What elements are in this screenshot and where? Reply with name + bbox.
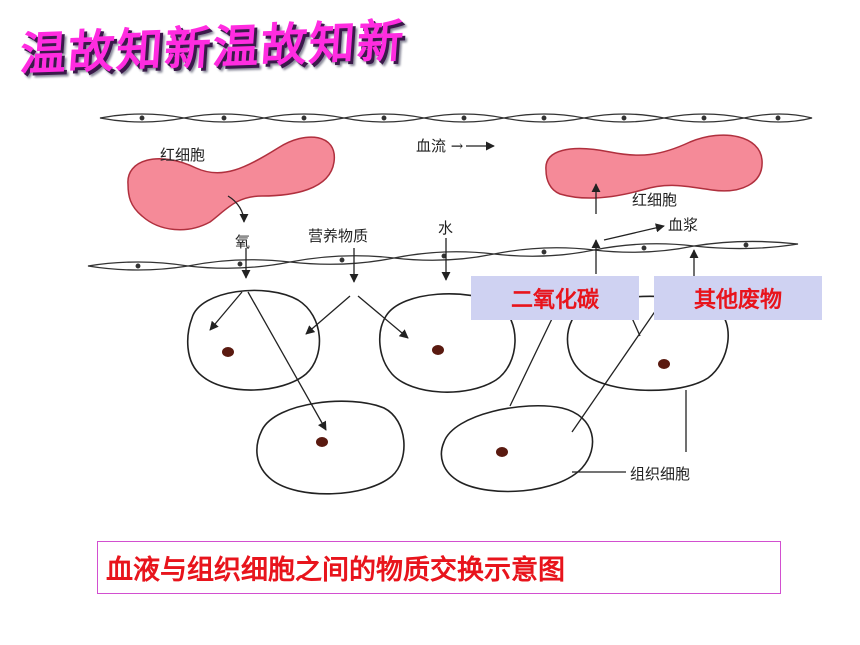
label-blood-flow: 血流 → (416, 137, 464, 155)
label-nutrients: 营养物质 (308, 227, 368, 245)
tissue-cell-1 (186, 289, 321, 391)
tissue-cell-3 (566, 295, 729, 392)
other-waste-label-box: 其他废物 (654, 276, 822, 320)
cell-nuclei (222, 345, 670, 457)
label-red-blood-cell-right: 红细胞 (632, 191, 677, 209)
label-oxygen: 氧 (235, 233, 250, 251)
tissue-cell-5 (440, 404, 594, 493)
diagram-caption: 血液与组织细胞之间的物质交换示意图 (97, 541, 781, 594)
exchange-arrows (209, 141, 699, 473)
label-tissue-cells: 组织细胞 (630, 465, 690, 483)
tissue-cell-4 (256, 400, 405, 495)
red-blood-cell-right (545, 134, 763, 199)
red-blood-cell-left (127, 136, 335, 231)
capillary-wall-bottom (87, 240, 799, 271)
tissue-cell-2 (378, 293, 516, 393)
label-water: 水 (438, 219, 453, 237)
capillary-wall-top (99, 113, 813, 123)
co2-label-box: 二氧化碳 (471, 276, 639, 320)
label-red-blood-cell-left: 红细胞 (160, 146, 205, 164)
label-plasma: 血浆 (668, 216, 698, 234)
tissue-cells (186, 289, 729, 495)
